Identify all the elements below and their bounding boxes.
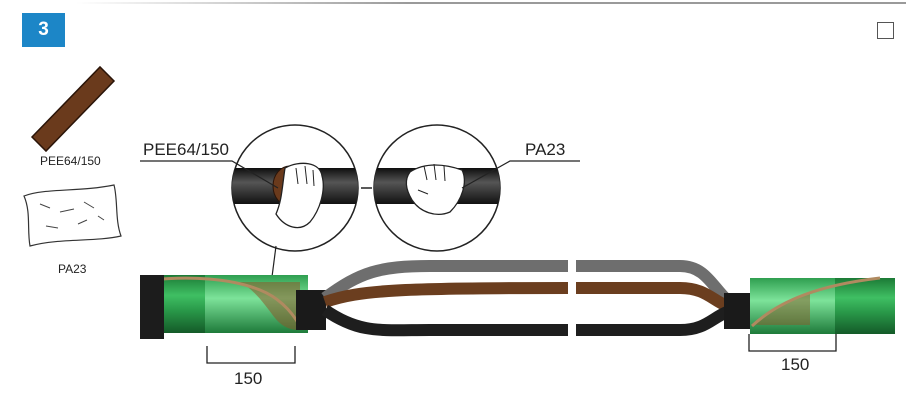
detail-circle-tape	[231, 124, 359, 252]
conductor-grey	[321, 260, 732, 305]
brown-tape-strip-icon	[30, 65, 116, 153]
step-done-checkbox[interactable]	[877, 22, 894, 39]
conductor-black	[321, 305, 730, 337]
callout-label-tape: PEE64/150	[143, 140, 230, 159]
dimension-label-right: 150	[781, 355, 810, 374]
cleaning-cloth-icon	[23, 184, 122, 247]
material-label-tape: PEE64/150	[40, 154, 101, 168]
step-number-badge: 3	[22, 13, 65, 47]
left-cable-end	[140, 275, 326, 339]
dimension-bracket-left	[206, 346, 296, 364]
right-cable-end	[724, 276, 895, 334]
dimension-label-left: 150	[234, 369, 263, 388]
material-label-cloth: PA23	[58, 262, 87, 276]
conductor-brown	[323, 282, 730, 312]
dimension-bracket-right	[748, 334, 837, 352]
callout-leader-right	[461, 160, 580, 189]
callout-label-cloth: PA23	[525, 140, 566, 159]
detail-circle-cloth	[373, 124, 501, 252]
top-rule	[76, 2, 906, 4]
callout-leader-left	[140, 160, 279, 189]
